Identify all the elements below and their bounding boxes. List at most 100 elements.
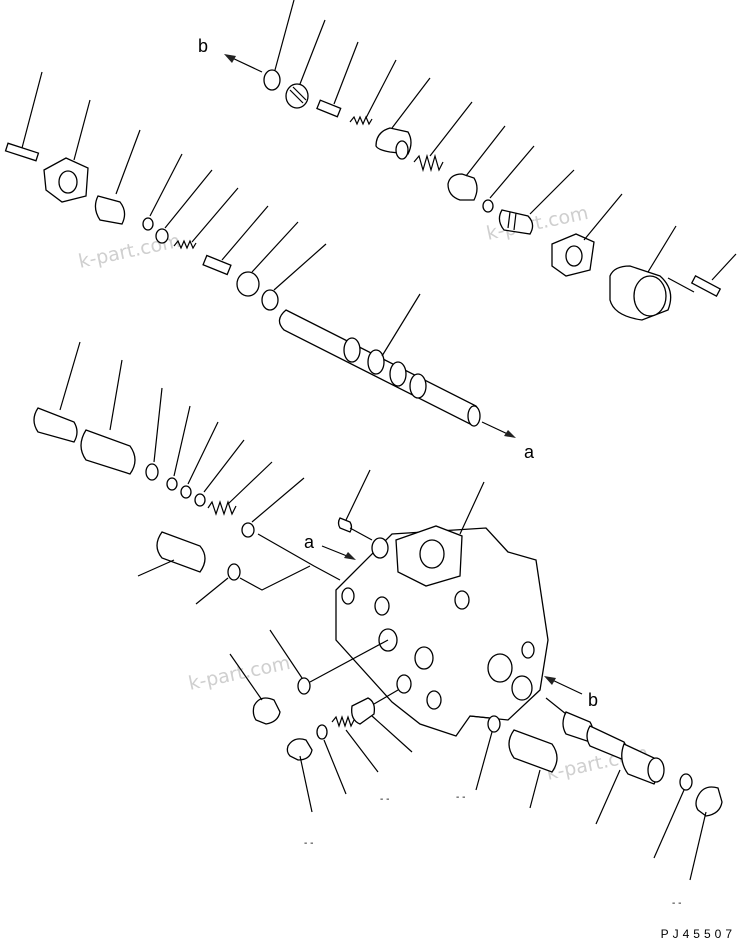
leader-line — [345, 729, 379, 773]
collar-ridge — [292, 86, 307, 101]
leader-line — [529, 769, 541, 809]
assembly-line — [309, 639, 389, 683]
end-port — [521, 641, 535, 659]
leader-line — [137, 559, 175, 577]
washer — [155, 228, 169, 244]
spool-land — [367, 349, 385, 375]
small-spring — [349, 115, 373, 126]
spool-land — [409, 373, 427, 399]
leader-line — [365, 59, 397, 119]
leader-line — [109, 359, 123, 431]
spool-end — [467, 405, 481, 427]
leader-line — [299, 755, 313, 813]
leader-line — [273, 243, 327, 291]
arrow-b-top-head — [224, 54, 236, 63]
top-port — [419, 539, 445, 569]
valve-body: a b — [304, 469, 598, 737]
washer — [166, 477, 178, 491]
leader-line — [229, 653, 263, 701]
leader-line — [251, 221, 299, 273]
plug — [286, 738, 313, 761]
dash-mark: - - — [456, 792, 465, 803]
small-plug — [337, 517, 353, 533]
third-row-parts — [33, 341, 341, 605]
leader-line — [711, 253, 737, 281]
relief-valve — [156, 531, 206, 573]
assembly-line — [373, 689, 399, 705]
leader-line — [73, 99, 91, 161]
mounting-hole — [341, 587, 355, 605]
dash-mark: - - — [304, 838, 313, 849]
leader-line — [149, 153, 183, 217]
leader-line — [371, 715, 413, 753]
mounting-hole — [371, 537, 389, 559]
leader-line — [653, 789, 685, 859]
leader-line — [583, 193, 623, 241]
leader-line — [164, 169, 213, 229]
dash-mark: - - — [380, 794, 389, 805]
small-spring — [173, 239, 197, 250]
flange-bore — [58, 170, 78, 194]
leader-line — [345, 469, 371, 521]
side-port — [414, 646, 434, 670]
assembly-line — [349, 527, 373, 541]
leader-line — [647, 225, 677, 273]
collar-ridge — [289, 89, 304, 104]
washer — [241, 522, 255, 538]
o-ring — [487, 715, 501, 733]
pin — [316, 99, 342, 118]
leader-line — [381, 293, 421, 357]
plug-thread — [507, 211, 511, 229]
spring — [207, 500, 237, 516]
flange-bore — [565, 245, 583, 267]
spool-assembly: a — [278, 293, 535, 462]
drawing-number: PJ45507 — [661, 927, 736, 941]
watermark-layer: k-part.com k-part.com k-part.com k-part.… — [76, 202, 650, 785]
leader-line — [227, 461, 273, 505]
leader-line — [689, 811, 707, 881]
cup — [447, 173, 478, 201]
o-ring — [142, 217, 154, 231]
leader-line — [595, 769, 621, 825]
leader-line — [459, 481, 485, 535]
leader-line — [153, 387, 163, 463]
leader-line — [333, 41, 359, 105]
leader-line — [475, 731, 493, 791]
o-ring — [145, 463, 159, 481]
spring — [413, 153, 444, 173]
arrow-a-label-mid: a — [524, 442, 535, 462]
end-port — [487, 653, 513, 683]
bolt — [4, 142, 40, 162]
mounting-hole — [454, 590, 470, 610]
plug — [94, 195, 126, 225]
relief-valve — [508, 729, 558, 773]
valve-sleeve — [80, 429, 136, 475]
plug — [252, 697, 281, 725]
valve-plug — [33, 407, 78, 443]
arrow-b-label-top: b — [198, 36, 208, 56]
end-port — [511, 675, 533, 701]
leader-line — [251, 477, 305, 523]
end-cover-face — [633, 275, 667, 317]
leader-line — [667, 277, 695, 293]
dash-mark: - - — [672, 898, 681, 909]
watermark-3: k-part.com — [186, 652, 292, 695]
leader-line — [323, 739, 347, 795]
leader-line — [391, 77, 431, 129]
o-ring — [227, 563, 241, 581]
arrow-a-body-head — [344, 552, 356, 560]
leader-line — [221, 205, 269, 261]
leader-line — [274, 0, 295, 71]
arrow-b-body-head — [544, 676, 556, 685]
leader-line — [195, 577, 229, 605]
side-port — [396, 674, 412, 694]
spool-land — [389, 361, 407, 387]
arrow-a-label-body: a — [304, 532, 315, 552]
washer — [261, 289, 279, 311]
leader-line — [529, 169, 575, 215]
arrow-a-mid-head — [504, 430, 516, 438]
assembly-line — [545, 697, 567, 715]
collar — [236, 271, 260, 297]
valve-body-outline — [335, 527, 549, 737]
